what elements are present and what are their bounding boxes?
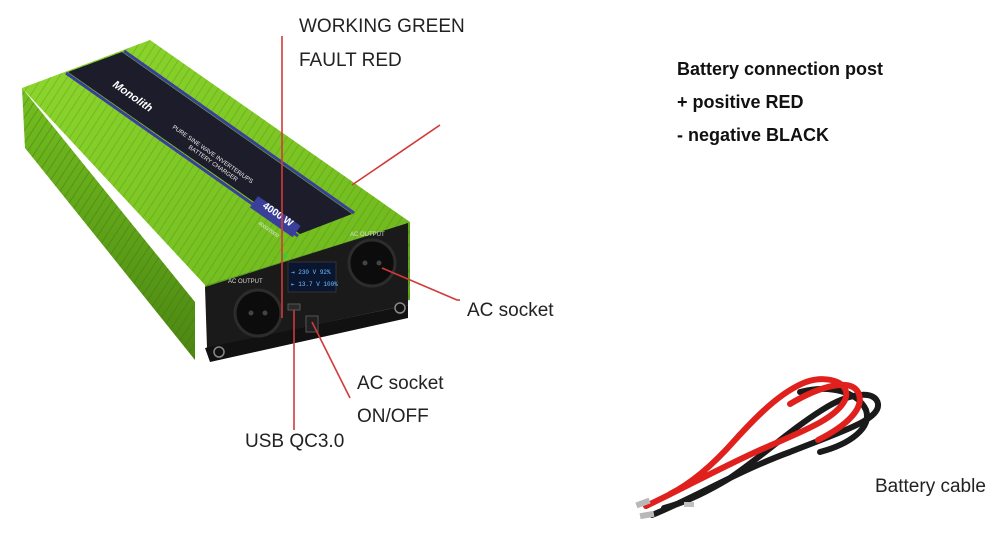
cable-black (649, 391, 881, 518)
usb-label: USB QC3.0 (245, 431, 345, 452)
battery-post-negative-label: - negative BLACK (677, 125, 830, 145)
battery-cable-label: Battery cable (875, 476, 986, 497)
indicator-label-fault: FAULT RED (299, 50, 402, 71)
leader-battery-post (351, 124, 441, 186)
cable-terminal-3 (684, 502, 694, 507)
cable-terminal-2 (639, 510, 655, 520)
ac-switch-label-line1: AC socket (357, 373, 444, 394)
panel-label-left: AC OUTPUT (228, 279, 263, 285)
top-label-panel (68, 52, 352, 234)
cable-terminal-1 (635, 497, 651, 509)
ac-switch-label-line2: ON/OFF (357, 406, 429, 427)
leader-ac-switch (311, 321, 351, 399)
leader-lines (281, 36, 460, 430)
battery-post-positive-label: + positive RED (677, 92, 804, 112)
lcd-line-1: ⇥ 230 V 92% (291, 269, 331, 276)
ac-socket-label: AC socket (467, 300, 554, 321)
battery-post-title: Battery connection post (677, 59, 884, 79)
battery-post-positive (394, 302, 406, 314)
usb-port (287, 303, 301, 311)
leader-ac-socket (381, 267, 458, 301)
inverter-image: Monolith PURE SINE WAVE INVERTER/UPS BAT… (22, 40, 410, 362)
battery-cable-image (635, 376, 881, 520)
ac-output-left (233, 288, 283, 338)
panel-label-right: AC OUTPUT (350, 232, 385, 238)
lcd-display (287, 261, 337, 293)
ac-output-right (347, 238, 397, 288)
indicator-label-working: WORKING GREEN (299, 16, 465, 37)
battery-post-negative (213, 346, 225, 358)
lcd-line-2: ⇤ 13.7 V 100% (291, 281, 338, 288)
